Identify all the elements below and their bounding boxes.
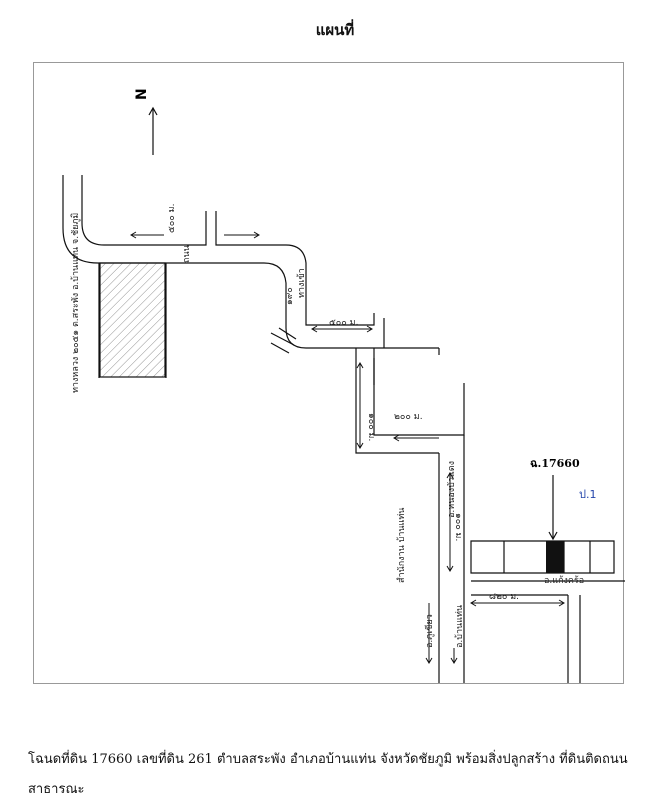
parcel-pointer [548,475,558,541]
label-phu-khiao: อ.ภูเขียว [424,614,435,648]
page-title: แผนที่ [315,21,355,39]
label-school: สำนักงาน บ้านแท่น [396,508,407,583]
parcel-label: ฉ.17660 [530,457,580,470]
road-network [62,175,625,683]
north-arrow: N [134,88,158,155]
bottom-road-distance: ๘๒๐ ม. [489,592,519,602]
label-side-road: ทางเข้า [296,268,307,298]
left-road-label: ทางหลวง ๒๐๕๑ ต.สระพัง อ.บ้านแท่น จ.ชัยภู… [70,213,81,393]
label-ban-thaen: อ.บ้านแท่น [454,605,465,648]
long-road-distance: ๑๐๐ ม. [453,513,463,541]
label-nong-bua-daeng: อ.หนองบัวแดง [447,461,457,518]
map-frame: N [33,62,625,684]
caption: โฉนดที่ดิน 17660 เลขที่ดิน 261 ตำบลสระพั… [28,752,628,797]
parcel-tag: ป.1 [579,488,596,501]
top-road-distance: ๕๐๐ ม. [167,204,177,233]
label-small-road: ถนน [182,245,192,263]
bend-road-distance: ๑๙๐ [285,287,295,305]
stair-horizontal-distance: ๒๐๐ ม. [394,412,423,422]
stair-vertical-distance: ๑๐๐ ม. [366,413,376,441]
mid-road-distance: ๕๐๐ ม. [329,318,358,328]
subject-parcel [546,541,564,573]
label-kaeng-khro: อ.แก้งคร้อ [544,575,584,586]
hatched-area [99,262,166,378]
map-drawing: N [62,88,625,683]
distance-arrows [130,231,565,664]
north-label: N [134,88,150,100]
